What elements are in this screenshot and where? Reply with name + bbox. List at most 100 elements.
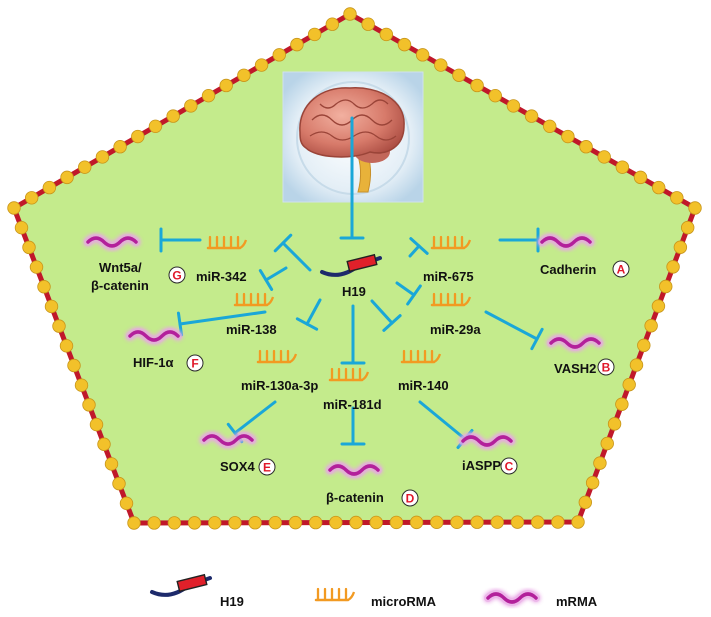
membrane-bead [470, 78, 484, 93]
membrane-bead [82, 398, 96, 412]
membrane-bead [666, 260, 680, 274]
mirna-342-label: miR-342 [196, 269, 247, 284]
membrane-bead [166, 109, 180, 123]
membrane-bead [308, 515, 323, 530]
svg-text:D: D [406, 492, 415, 506]
inhibition-bar [176, 311, 184, 337]
mrna-iaspp [459, 433, 515, 449]
membrane-bead [415, 48, 430, 62]
inhibition-line [264, 266, 288, 282]
target-group: Cadherin A VASH2 B iASPP C β-catenin D S… [84, 234, 630, 507]
membrane-bead [44, 299, 59, 314]
svg-text:F: F [191, 357, 198, 371]
membrane-bead [184, 99, 198, 113]
membrane-bead [688, 201, 702, 215]
membrane-bead [490, 515, 504, 529]
target-vash2-label: VASH2 [554, 361, 596, 376]
membrane-bead [593, 456, 607, 470]
membrane-bead [470, 515, 484, 529]
inhibition-line [178, 310, 267, 326]
membrane-bead [600, 436, 614, 451]
membrane-bead [7, 201, 21, 215]
membrane-bead [89, 417, 104, 432]
svg-text:B: B [602, 361, 611, 375]
membrane-bead [361, 17, 375, 31]
mirna-130a-3p [256, 349, 298, 364]
membrane-bead [343, 7, 357, 21]
badge-d: D [401, 489, 419, 507]
inhibition-lines [159, 116, 544, 449]
inhibition-bar [530, 327, 544, 351]
membrane-bead [248, 516, 262, 530]
membrane-bead [131, 129, 145, 144]
mirna-group: miR-342 miR-675 miR-138 miR-29a miR-130a… [196, 235, 481, 412]
inhibition-line [484, 310, 539, 341]
membrane-bead [325, 17, 340, 31]
target-sox4-label: SOX4 [220, 459, 255, 474]
membrane-bead [78, 160, 92, 174]
membrane-bead [148, 119, 163, 134]
membrane-bead [597, 150, 611, 164]
membrane-bead [585, 476, 600, 490]
membrane-bead [651, 180, 666, 195]
membrane-bead [651, 299, 666, 313]
membrane-bead [561, 129, 575, 144]
mirna-138 [233, 292, 275, 307]
inhibition-bar [295, 317, 319, 331]
target-cadherin-label: Cadherin [540, 262, 596, 277]
membrane-bead [434, 58, 448, 72]
membrane-bead [622, 377, 636, 392]
h19-label: H19 [342, 284, 366, 299]
membrane-bead [74, 378, 89, 392]
membrane-bead [524, 109, 539, 123]
membrane-bead [29, 260, 44, 274]
membrane-bead [579, 140, 593, 154]
membrane-bead [543, 119, 557, 134]
mirna-130a-3p-label: miR-130a-3p [241, 378, 318, 393]
membrane-bead [452, 68, 466, 82]
mrna-sox4 [200, 432, 256, 448]
membrane-bead [510, 515, 525, 529]
mirna-140 [400, 349, 442, 364]
membrane-bead [659, 279, 673, 294]
inhibition-bar [382, 314, 402, 332]
inhibition-line [281, 241, 312, 272]
inhibition-bar [258, 269, 274, 291]
legend: H19 microRMA mRMA [150, 573, 598, 609]
membrane-bead [167, 516, 182, 530]
mirna-138-label: miR-138 [226, 322, 277, 337]
membrane-bead [288, 515, 303, 530]
mrna-vash2 [547, 335, 603, 351]
membrane-bead [208, 516, 222, 530]
target-beta-catenin-label: β-catenin [326, 490, 384, 505]
mirna-342 [206, 235, 248, 250]
inhibition-bar [406, 284, 422, 306]
inhibition-line [395, 281, 416, 297]
inhibition-line [408, 244, 421, 258]
inhibition-bar [409, 237, 429, 255]
membrane-bead [379, 27, 394, 42]
membrane-bead [607, 417, 622, 431]
legend-h19-label: H19 [220, 594, 244, 609]
svg-text:E: E [263, 461, 271, 475]
inhibition-bar [273, 233, 293, 253]
badge-e: E [258, 458, 276, 476]
membrane-bead [24, 191, 39, 205]
membrane-bead [615, 160, 630, 174]
membrane-bead [409, 515, 424, 530]
target-wnt5a-label-line2: β-catenin [91, 278, 149, 293]
target-wnt5a-label-line1: Wnt5a/ [99, 260, 142, 275]
membrane-bead [530, 515, 545, 529]
inhibition-line [418, 400, 467, 441]
mirna-181d [328, 367, 370, 382]
membrane-bead [104, 457, 119, 471]
membrane-bead [22, 240, 36, 255]
membrane-bead [237, 68, 251, 82]
membrane-bead [329, 515, 343, 530]
membrane-bead [59, 339, 74, 353]
membrane-bead [389, 515, 404, 530]
membrane-bead [147, 516, 161, 530]
svg-text:A: A [617, 263, 626, 277]
inhibition-line [233, 400, 277, 435]
